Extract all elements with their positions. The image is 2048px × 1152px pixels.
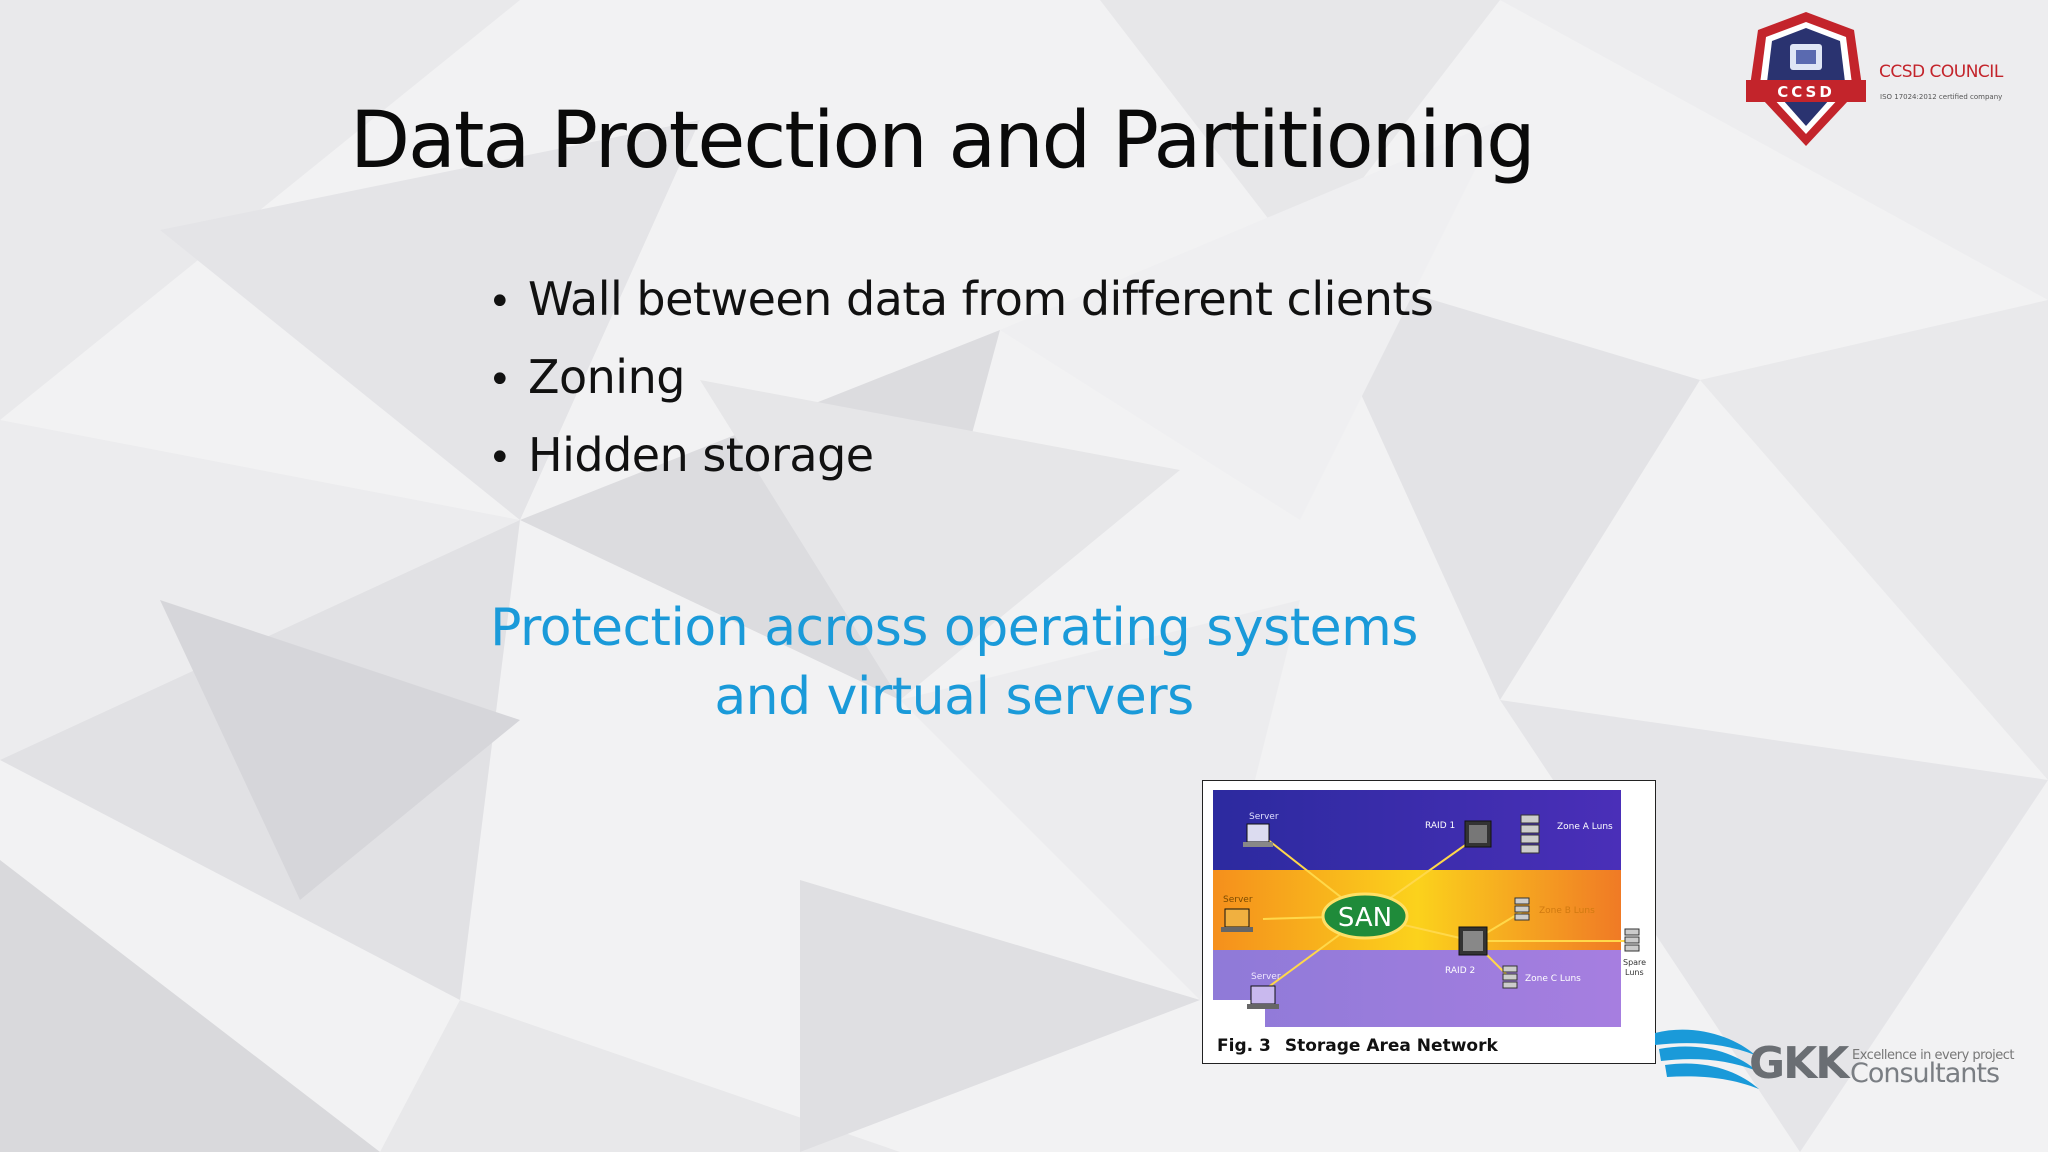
zone-c-label: Zone C Luns xyxy=(1525,974,1581,984)
spare-disks-icon xyxy=(1624,928,1640,952)
san-hub xyxy=(1321,892,1409,940)
subtitle-line: Protection across operating systems xyxy=(490,598,1418,658)
spare-label: Spare xyxy=(1623,958,1646,967)
bullet-icon: • xyxy=(488,357,512,403)
server-label: Server xyxy=(1223,895,1253,905)
bullet-item: • Hidden storage xyxy=(488,418,1433,496)
zone-a-disks-icon xyxy=(1520,814,1540,854)
zone-b-band xyxy=(1213,870,1621,950)
ccsd-logo: CCSD xyxy=(1746,12,1866,146)
zone-c-disks-icon xyxy=(1502,965,1518,989)
bullet-item: • Wall between data from different client… xyxy=(488,262,1434,340)
ccsd-badge-text: CCSD xyxy=(1777,83,1835,101)
server-icon xyxy=(1243,823,1273,847)
subtitle-line: and virtual servers xyxy=(714,667,1194,727)
zone-c-band xyxy=(1213,950,1621,1027)
figure-number: Fig. 3 xyxy=(1217,1036,1271,1056)
bullet-text: Wall between data from different clients xyxy=(528,272,1434,326)
bullet-item: • Zoning xyxy=(488,340,1433,418)
raid1-icon xyxy=(1464,820,1492,848)
raid1-label: RAID 1 xyxy=(1425,821,1455,831)
server-icon xyxy=(1247,985,1279,1009)
ccsd-iso-tagline: ISO 17024:2012 certified company xyxy=(1880,93,2003,101)
bullet-list: • Wall between data from different client… xyxy=(488,262,1434,496)
zone-b-label: Zone B Luns xyxy=(1539,906,1595,916)
bullet-icon: • xyxy=(488,279,512,325)
raid2-icon xyxy=(1458,926,1488,956)
server-icon xyxy=(1221,908,1253,932)
server-label: Server xyxy=(1249,812,1279,822)
zone-a-band xyxy=(1213,790,1621,870)
gkk-logo xyxy=(1655,1029,1759,1089)
san-diagram: SAN Server Server Server RAID 1 xyxy=(1203,790,1646,1036)
bullet-text: Hidden storage xyxy=(528,428,874,482)
bullet-text: Zoning xyxy=(528,350,685,404)
server-label: Server xyxy=(1251,972,1281,982)
figure-caption-text: Storage Area Network xyxy=(1284,1036,1498,1056)
zone-a-label: Zone A Luns xyxy=(1557,822,1613,832)
san-label: SAN xyxy=(1338,903,1392,933)
gkk-name: GKK xyxy=(1749,1038,1849,1089)
san-figure: SAN Server Server Server RAID 1 xyxy=(1202,780,1656,1064)
gkk-tagline: Excellence in every project xyxy=(1852,1048,2015,1063)
bullet-icon: • xyxy=(488,435,512,481)
slide-title: Data Protection and Partitioning xyxy=(350,96,1536,186)
figure-caption: Fig. 3 Storage Area Network xyxy=(1217,1036,1498,1056)
luns-label: Luns xyxy=(1625,968,1644,977)
zone-b-disks-icon xyxy=(1514,897,1530,921)
ccsd-council-name: CCSD COUNCIL xyxy=(1879,62,2003,82)
subtitle: Protection across operating systems and … xyxy=(434,594,1474,732)
raid2-label: RAID 2 xyxy=(1445,966,1475,976)
gkk-consultants: Consultants xyxy=(1850,1058,2000,1089)
